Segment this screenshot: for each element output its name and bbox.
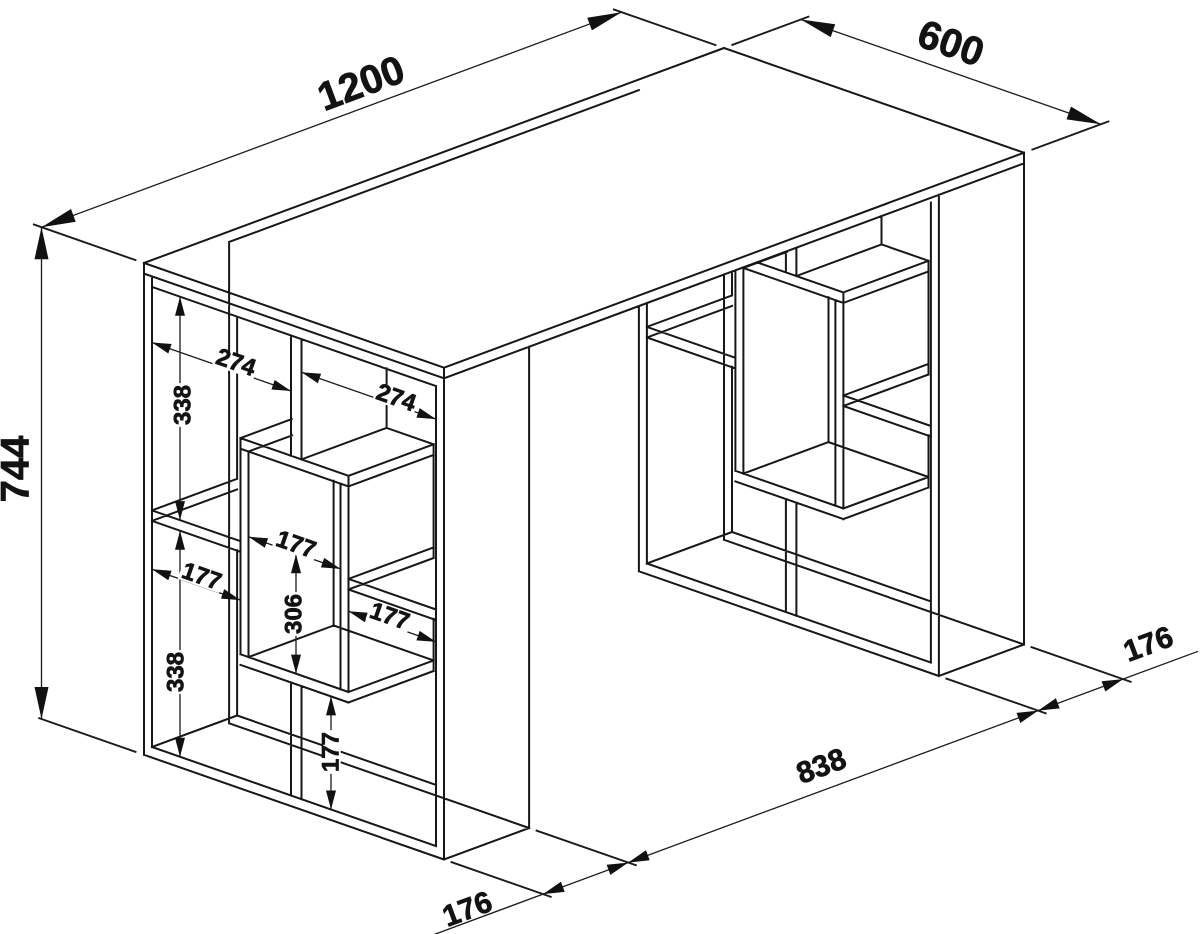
- svg-text:338: 338: [162, 652, 189, 692]
- svg-text:744: 744: [0, 435, 38, 502]
- svg-text:338: 338: [169, 385, 196, 425]
- svg-text:306: 306: [280, 594, 307, 634]
- svg-text:177: 177: [178, 557, 225, 596]
- svg-text:177: 177: [317, 732, 344, 772]
